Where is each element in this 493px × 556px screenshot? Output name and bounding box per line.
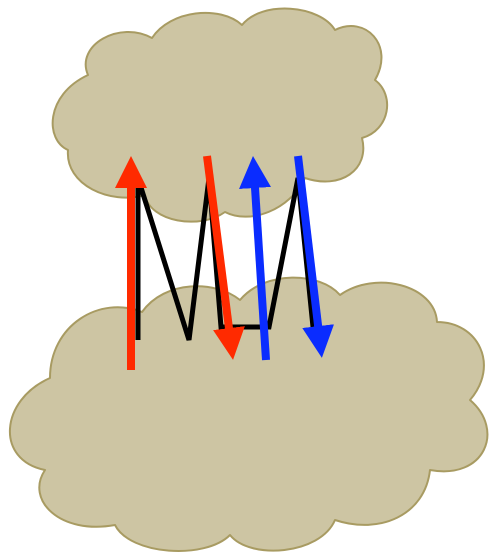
lower-cloud	[10, 278, 488, 551]
upper-cloud	[53, 9, 387, 222]
